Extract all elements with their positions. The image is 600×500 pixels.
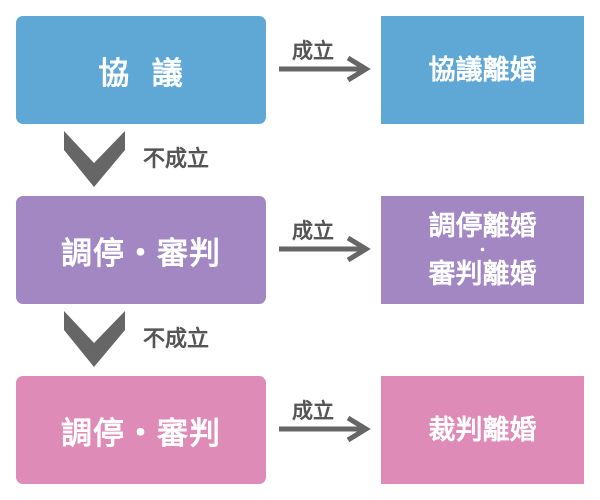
chevron-shape [64,311,125,367]
arrow-head [346,415,371,443]
outcome-label-mediation: 調停離婚 [428,211,537,241]
outcome-label: 協議離婚 [428,55,537,85]
stage-box-mediation-adjudication: 調停・審判 [16,196,266,304]
stage-box-mediation-adjudication-final: 調停・審判 [16,376,266,484]
result-label-success: 成立 [292,40,334,63]
outcome-box-mediation-adjudication-divorce: 調停離婚 ・ 審判離婚 [381,196,584,304]
stage-box-negotiation: 協 議 [16,16,266,124]
chevron-down-icon [64,311,125,367]
result-label-success: 成立 [292,220,334,243]
stage-label: 協 議 [98,55,184,91]
outcome-label-adjudication: 審判離婚 [428,259,537,289]
arrow-head [346,55,371,83]
right-arrow-icon [279,235,371,263]
stage-label: 調停・審判 [61,235,221,271]
transition-label-failure: 不成立 [143,146,210,171]
outcome-box-negotiated-divorce: 協議離婚 [381,16,584,124]
outcome-separator-dot: ・ [475,242,490,258]
transition-label-failure: 不成立 [143,326,210,351]
right-arrow-icon [279,55,371,83]
chevron-shape [64,131,125,187]
result-label-success: 成立 [292,400,334,423]
stage-label: 調停・審判 [61,415,221,451]
right-arrow-icon [279,415,371,443]
outcome-box-judicial-divorce: 裁判離婚 [381,376,584,484]
chevron-down-icon [64,131,125,187]
outcome-label: 裁判離婚 [428,415,537,445]
arrow-head [346,235,371,263]
